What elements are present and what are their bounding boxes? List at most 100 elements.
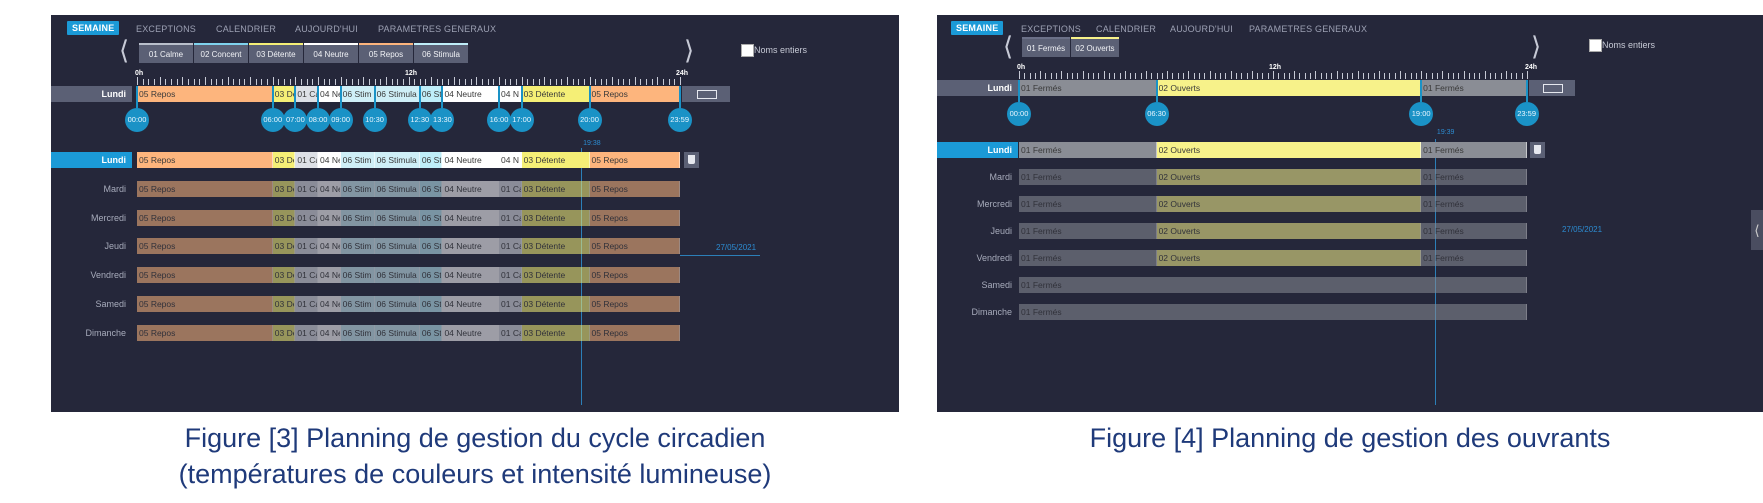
schedule-segment[interactable]: 01 Fermés [1019, 223, 1157, 239]
time-marker-handle[interactable]: 23:59 [667, 108, 692, 132]
schedule-segment[interactable]: 01 Fermés [1421, 142, 1527, 158]
program-button[interactable]: 01 Fermés [1022, 37, 1070, 57]
schedule-segment[interactable]: 05 Repos [589, 152, 680, 168]
schedule-segment[interactable]: 04 Ne [318, 238, 341, 254]
nav-semaine[interactable]: SEMAINE [67, 21, 120, 35]
schedule-segment[interactable]: 05 Repos [589, 238, 680, 254]
time-marker-handle[interactable]: 23:59 [1514, 102, 1539, 126]
schedule-segment[interactable]: 04 Ne [318, 181, 341, 197]
schedule-segment[interactable]: 05 Repos [137, 238, 273, 254]
schedule-segment[interactable]: 01 Ca [499, 181, 522, 197]
time-marker-handle[interactable]: 12:30 [407, 108, 432, 132]
schedule-segment[interactable]: 06 St [419, 210, 443, 226]
schedule-segment[interactable]: 01 Ca [295, 267, 318, 283]
delete-button[interactable] [1530, 142, 1545, 158]
time-marker-handle[interactable]: 10:30 [362, 108, 387, 132]
schedule-segment[interactable]: 05 Repos [589, 181, 680, 197]
schedule-segment[interactable]: 06 Stim [340, 325, 375, 341]
schedule-segment[interactable]: 04 Neutre [442, 296, 499, 312]
schedule-segment[interactable]: 01 Fermés [1019, 169, 1157, 185]
schedule-segment[interactable]: 02 Ouverts [1156, 196, 1422, 212]
schedule-segment[interactable]: 06 Stim [340, 267, 375, 283]
nav-exceptions[interactable]: EXCEPTIONS [136, 24, 197, 34]
chevron-left-icon[interactable]: ⟨ [119, 35, 130, 65]
program-button[interactable]: 05 Repos [359, 43, 413, 63]
schedule-segment[interactable]: 04 Ne [318, 86, 341, 102]
schedule-segment[interactable]: 01 Ca [295, 181, 318, 197]
schedule-segment[interactable]: 04 Ne [318, 296, 341, 312]
schedule-segment[interactable]: 06 Stim [340, 181, 375, 197]
day-schedule-row[interactable]: 01 Fermés [1019, 277, 1527, 293]
full-names-checkbox[interactable] [741, 44, 754, 57]
schedule-segment[interactable]: 03 Détente [521, 86, 590, 102]
time-marker-handle[interactable]: 17:00 [509, 108, 534, 132]
program-button[interactable]: 01 Calme [139, 43, 193, 63]
schedule-segment[interactable]: 04 Neutre [442, 86, 499, 102]
schedule-segment[interactable]: 06 Stimula [374, 181, 420, 197]
schedule-segment[interactable]: 01 Ca [295, 152, 318, 168]
schedule-segment[interactable]: 06 Stimula [374, 267, 420, 283]
time-marker-handle[interactable]: 16:00 [487, 108, 511, 132]
nav-parametres[interactable]: PARAMETRES GENERAUX [1249, 24, 1368, 34]
full-names-checkbox[interactable] [1589, 39, 1602, 52]
schedule-segment[interactable]: 06 Stimula [374, 325, 420, 341]
chevron-left-icon[interactable]: ⟨ [1003, 31, 1014, 61]
nav-parametres[interactable]: PARAMETRES GENERAUX [378, 24, 497, 34]
time-marker-handle[interactable]: 00:00 [1007, 102, 1031, 126]
schedule-segment[interactable]: 05 Repos [137, 86, 273, 102]
schedule-segment[interactable]: 02 Ouverts [1156, 142, 1422, 158]
schedule-segment[interactable]: 03 Détente [521, 296, 590, 312]
schedule-segment[interactable]: 03 Dé [272, 325, 296, 341]
program-button[interactable]: 03 Détente [249, 43, 303, 63]
nav-aujourdhui[interactable]: AUJOURD'HUI [295, 24, 358, 34]
schedule-segment[interactable]: 01 Fermés [1019, 304, 1527, 320]
schedule-segment[interactable]: 03 Détente [521, 152, 590, 168]
schedule-segment[interactable]: 06 Stim [340, 210, 375, 226]
schedule-segment[interactable]: 05 Repos [589, 86, 680, 102]
schedule-segment[interactable]: 06 St [419, 325, 443, 341]
time-marker-handle[interactable]: 13:30 [430, 108, 455, 132]
schedule-segment[interactable]: 03 Détente [521, 267, 590, 283]
nav-calendrier[interactable]: CALENDRIER [216, 24, 277, 34]
schedule-segment[interactable]: 04 Neutre [442, 325, 499, 341]
schedule-segment[interactable]: 01 Ca [295, 325, 318, 341]
schedule-segment[interactable]: 04 N [499, 86, 522, 102]
time-marker-handle[interactable]: 07:00 [283, 108, 308, 132]
schedule-segment[interactable]: 03 Détente [521, 210, 590, 226]
schedule-segment[interactable]: 05 Repos [137, 296, 273, 312]
schedule-segment[interactable]: 03 Dé [272, 86, 296, 102]
schedule-segment[interactable]: 01 Ca [295, 238, 318, 254]
program-button[interactable]: 04 Neutre [304, 43, 358, 63]
delete-button[interactable] [684, 152, 699, 168]
schedule-segment[interactable]: 01 Fermés [1421, 223, 1527, 239]
nav-exceptions[interactable]: EXCEPTIONS [1021, 24, 1082, 34]
schedule-segment[interactable]: 06 Stimula [374, 238, 420, 254]
schedule-segment[interactable]: 04 Neutre [442, 238, 499, 254]
schedule-segment[interactable]: 01 Ca [499, 267, 522, 283]
schedule-segment[interactable]: 06 Stimula [374, 86, 420, 102]
copy-day-button[interactable] [1529, 80, 1575, 96]
schedule-segment[interactable]: 06 St [419, 152, 443, 168]
nav-calendrier[interactable]: CALENDRIER [1096, 24, 1157, 34]
schedule-segment[interactable]: 05 Repos [589, 325, 680, 341]
schedule-segment[interactable]: 04 Ne [318, 152, 341, 168]
nav-semaine[interactable]: SEMAINE [951, 21, 1004, 35]
schedule-segment[interactable]: 05 Repos [589, 210, 680, 226]
schedule-segment[interactable]: 01 Fermés [1421, 196, 1527, 212]
schedule-segment[interactable]: 06 Stim [340, 86, 375, 102]
time-marker-handle[interactable]: 19:00 [1409, 102, 1434, 126]
time-marker-handle[interactable]: 06:30 [1144, 102, 1169, 126]
schedule-segment[interactable]: 03 Dé [272, 238, 296, 254]
schedule-segment[interactable]: 04 Ne [318, 210, 341, 226]
